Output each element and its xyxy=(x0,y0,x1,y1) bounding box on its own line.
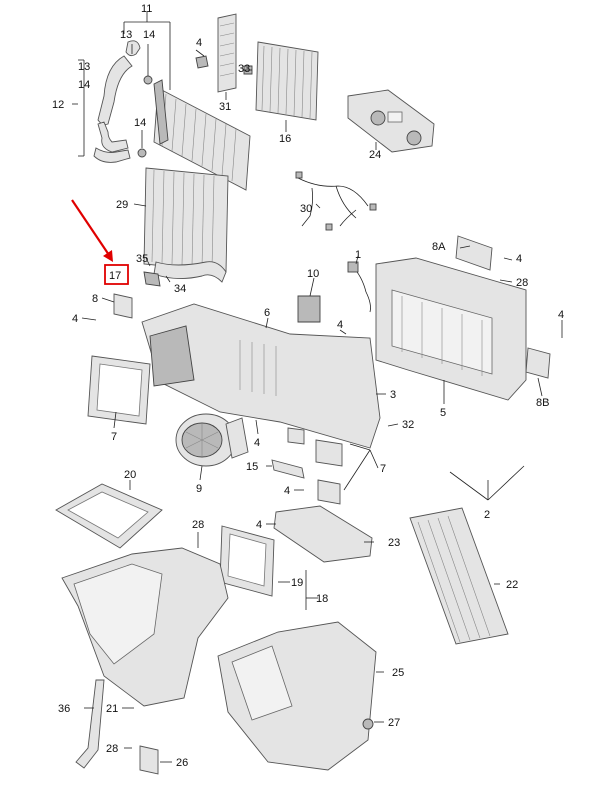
callout-36: 36 xyxy=(58,703,70,715)
bracket-15 xyxy=(271,459,305,479)
callout-7: 7 xyxy=(111,431,117,443)
callout-16: 16 xyxy=(279,133,291,145)
highlight-arrow xyxy=(71,199,112,259)
plug-27 xyxy=(362,718,374,730)
gasket-20 xyxy=(55,483,163,549)
lower-housing-21 xyxy=(61,547,229,707)
wiring-harness-30 xyxy=(295,171,377,231)
callout-6: 6 xyxy=(264,307,270,319)
actuator-8 xyxy=(113,293,133,319)
bracket-26 xyxy=(139,745,159,775)
callout-32: 32 xyxy=(402,419,414,431)
callout-19: 19 xyxy=(291,577,303,589)
callout-4: 4 xyxy=(256,519,262,531)
drain-hose-36 xyxy=(75,679,105,769)
heater-housing-5 xyxy=(375,257,527,401)
highlight-arrowhead xyxy=(103,250,113,262)
callout-26: 26 xyxy=(176,757,188,769)
callout-3: 3 xyxy=(390,389,396,401)
climate-control-panel-24 xyxy=(347,89,435,153)
callout-4: 4 xyxy=(72,313,78,325)
callout-25: 25 xyxy=(392,667,404,679)
callout-7: 7 xyxy=(380,463,386,475)
air-duct-housing-6 xyxy=(141,303,381,449)
callout-8b: 8B xyxy=(536,397,549,409)
heater-core xyxy=(153,79,251,191)
callout-28: 28 xyxy=(106,743,118,755)
callout-17: 17 xyxy=(109,270,121,282)
callout-20: 20 xyxy=(124,469,136,481)
callout-12: 12 xyxy=(52,99,64,111)
callout-27: 27 xyxy=(388,717,400,729)
pollen-filter-22 xyxy=(409,507,509,645)
gasket-19 xyxy=(219,525,275,597)
callout-1: 1 xyxy=(355,249,361,261)
callout-8a: 8A xyxy=(432,241,446,253)
callout-34: 34 xyxy=(174,283,186,295)
callout-28: 28 xyxy=(516,277,528,289)
callout-14: 14 xyxy=(134,117,146,129)
callout-8: 8 xyxy=(92,293,98,305)
coolant-pipe-group xyxy=(93,40,153,163)
callout-labels: 11 13 14 13 14 12 14 4 31 33 16 24 29 30… xyxy=(52,3,564,769)
callout-21: 21 xyxy=(106,703,118,715)
cover-23 xyxy=(273,505,373,563)
evaporator-29 xyxy=(143,167,229,283)
callout-4: 4 xyxy=(516,253,522,265)
blower-motor-9 xyxy=(175,413,249,467)
callout-15: 15 xyxy=(246,461,258,473)
callout-4: 4 xyxy=(337,319,343,331)
connector-10 xyxy=(297,295,321,323)
leader-lines xyxy=(72,12,563,763)
temperature-sensor-1 xyxy=(347,261,371,313)
callout-10: 10 xyxy=(307,268,319,280)
callout-4: 4 xyxy=(254,437,260,449)
callout-11: 11 xyxy=(141,3,152,15)
seals-7-right xyxy=(287,427,343,505)
highlight-marker xyxy=(71,199,129,285)
callout-24: 24 xyxy=(369,149,381,161)
actuator-8b xyxy=(525,347,551,379)
callout-4: 4 xyxy=(196,37,202,49)
actuator-8a xyxy=(455,235,493,271)
callout-35: 35 xyxy=(136,253,148,265)
sensor-17 xyxy=(143,271,161,287)
blend-door-31 xyxy=(195,13,253,93)
callout-30: 30 xyxy=(300,203,312,215)
callout-33: 33 xyxy=(238,63,250,75)
callout-28: 28 xyxy=(192,519,204,531)
gasket-7-left xyxy=(87,355,151,425)
callout-22: 22 xyxy=(506,579,518,591)
lower-housing-25 xyxy=(217,621,377,771)
callout-29: 29 xyxy=(116,199,128,211)
callout-9: 9 xyxy=(196,483,202,495)
callout-4: 4 xyxy=(558,309,564,321)
callout-2: 2 xyxy=(484,509,490,521)
callout-13: 13 xyxy=(120,29,132,41)
callout-14: 14 xyxy=(78,79,90,91)
highlight-box-17 xyxy=(104,264,129,285)
callout-23: 23 xyxy=(388,537,400,549)
callout-18: 18 xyxy=(316,593,328,605)
callout-13: 13 xyxy=(78,61,90,73)
callout-31: 31 xyxy=(219,101,231,113)
callout-4: 4 xyxy=(284,485,290,497)
callout-14: 14 xyxy=(143,29,155,41)
auxiliary-heater-16 xyxy=(255,41,319,121)
callout-5: 5 xyxy=(440,407,446,419)
